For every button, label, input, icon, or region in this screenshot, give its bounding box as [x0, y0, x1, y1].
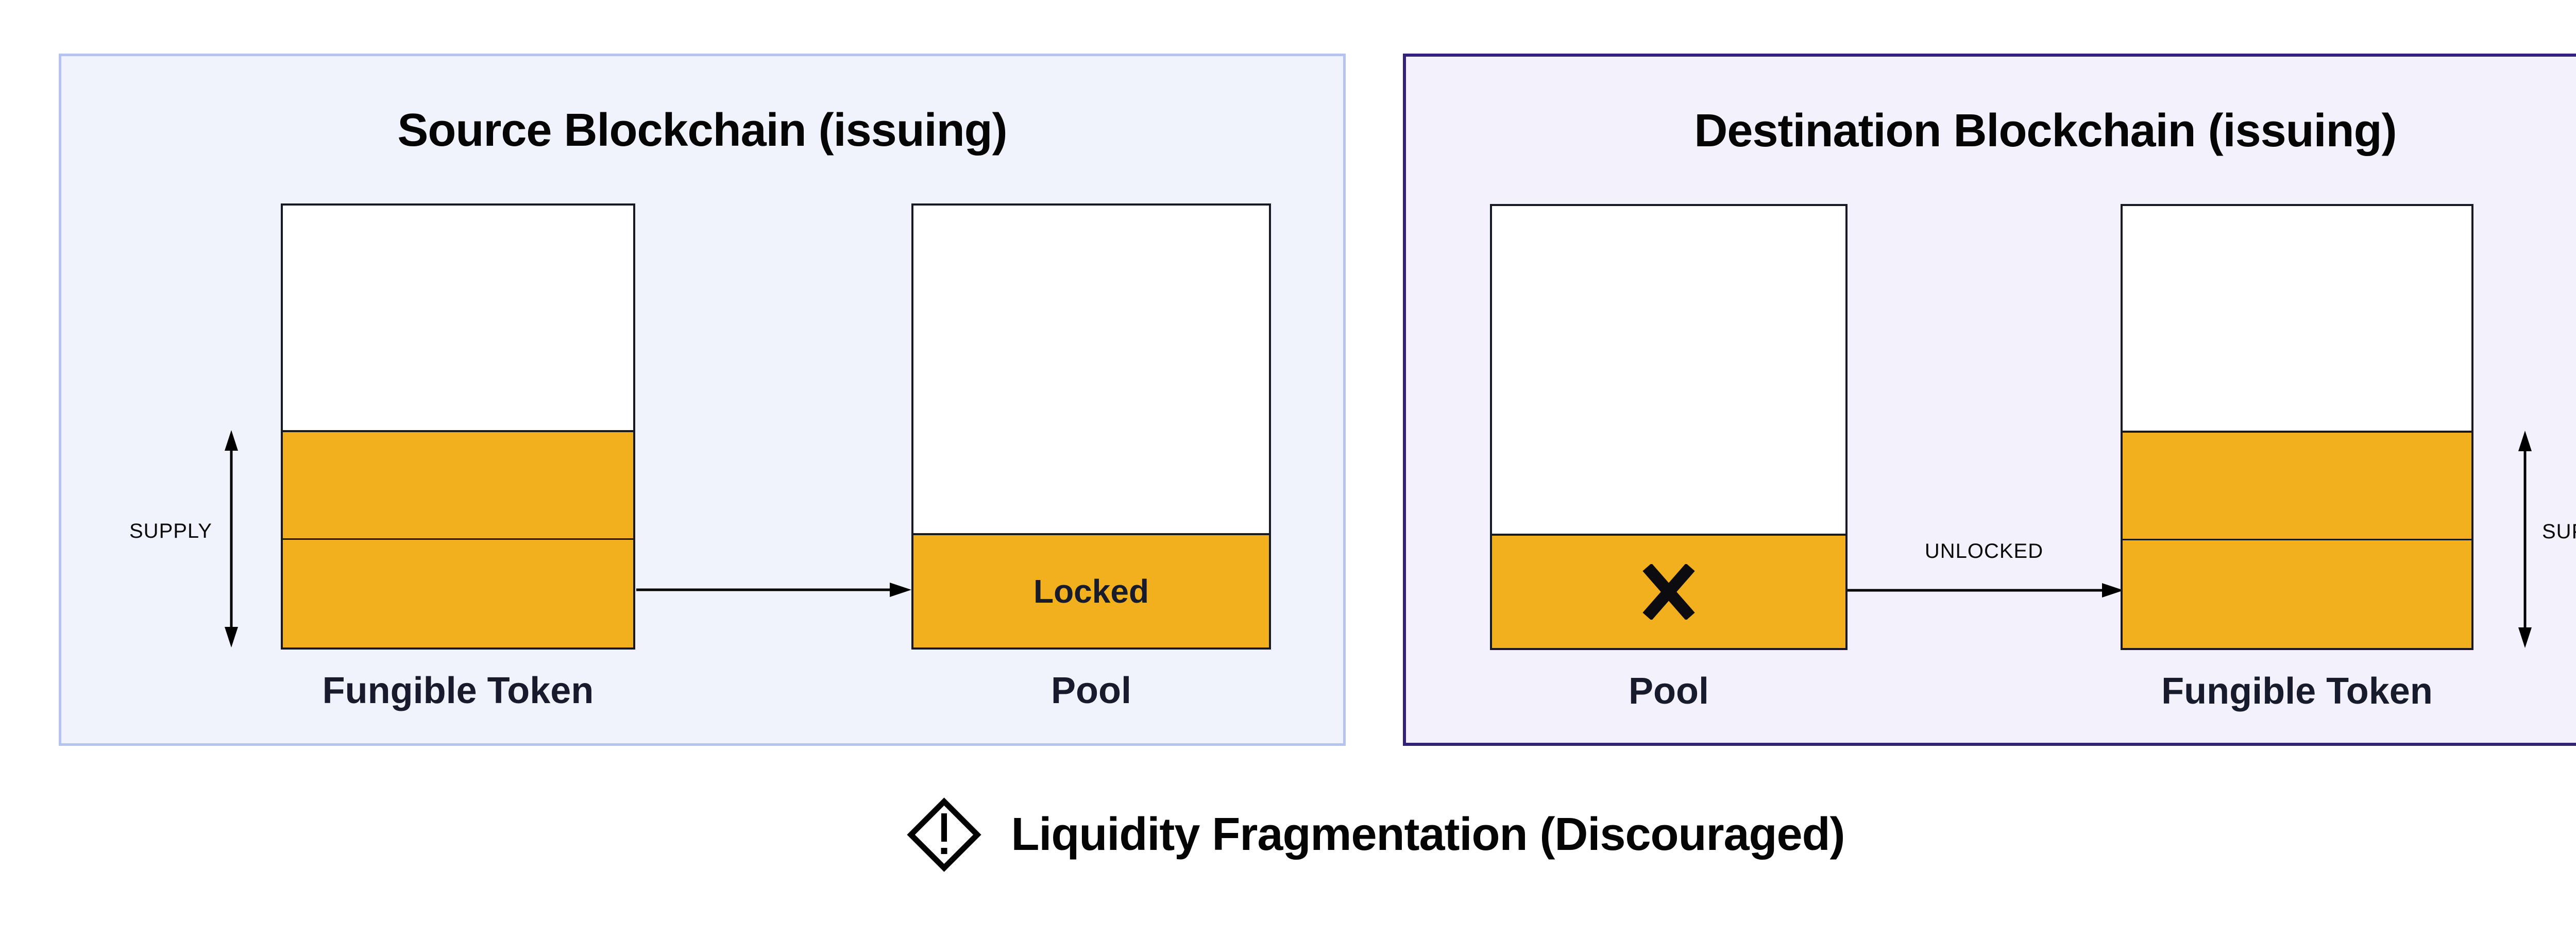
locked-cell: Locked	[913, 533, 1269, 647]
destination-panel-title: Destination Blockchain (issuing)	[1694, 105, 2397, 157]
warning-diamond-icon	[907, 797, 982, 872]
pool-box: Locked	[911, 203, 1271, 650]
supply-range-arrow	[2518, 431, 2532, 648]
locked-label: Locked	[1033, 573, 1149, 610]
supply-cell-upper	[2123, 431, 2471, 539]
source-blockchain-panel: Source Blockchain (issuing) SUPPLY Fungi…	[59, 54, 1346, 746]
caption-text: Liquidity Fragmentation (Discouraged)	[1011, 808, 1845, 860]
fungible-token-box	[2121, 204, 2473, 650]
caption: Liquidity Fragmentation (Discouraged)	[0, 793, 2576, 876]
pool-box	[1490, 204, 1848, 650]
fungible-token-label: Fungible Token	[2161, 671, 2433, 712]
pool-label: Pool	[1051, 670, 1131, 711]
supply-cell-lower	[2123, 539, 2471, 648]
destination-blockchain-panel: Destination Blockchain (issuing) Pool UN…	[1403, 54, 2576, 746]
supply-range-arrow	[225, 430, 238, 647]
supply-label: SUPPLY	[2542, 520, 2576, 543]
pool-label: Pool	[1629, 671, 1709, 712]
unlock-flow-arrow	[1848, 583, 2124, 598]
supply-label: SUPPLY	[129, 520, 212, 542]
fungible-token-label: Fungible Token	[322, 670, 594, 711]
lock-flow-arrow	[636, 583, 911, 597]
fungible-token-box	[281, 203, 635, 650]
supply-cell-upper	[283, 430, 633, 538]
x-mark-icon	[1642, 564, 1695, 620]
source-panel-title: Source Blockchain (issuing)	[397, 105, 1007, 156]
supply-cell-lower	[283, 538, 633, 647]
emptied-pool-cell	[1492, 534, 1845, 648]
unlocked-label: UNLOCKED	[1924, 540, 2044, 562]
